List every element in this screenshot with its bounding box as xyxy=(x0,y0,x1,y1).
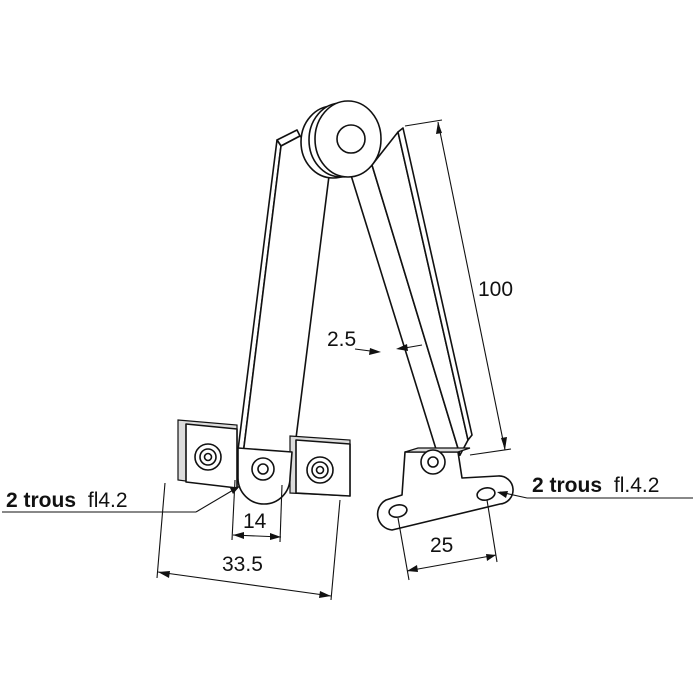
note-left-holes: 2 trous fl4.2 xyxy=(2,485,241,513)
note-right-holes-qualifier: 2 trous xyxy=(532,474,602,497)
dimension-right-hole-spacing-label: 25 xyxy=(430,534,453,557)
dimension-arm-length-label: 100 xyxy=(478,278,513,301)
dimension-right-hole-spacing: 25 xyxy=(397,499,498,581)
left-mounting-bracket xyxy=(177,419,351,505)
right-plate-hole-1 xyxy=(388,504,408,518)
top-pivot-assembly xyxy=(300,100,382,179)
note-left-holes-spec: fl4.2 xyxy=(88,489,128,512)
dimension-arm-thickness-label: 2.5 xyxy=(327,328,356,351)
right-mounting-plate xyxy=(376,447,514,531)
note-right-holes: 2 trous fl.4.2 xyxy=(497,474,693,499)
dimension-left-hole-spacing: 14 xyxy=(231,479,283,543)
dimension-arm-thickness: 2.5 xyxy=(327,328,423,355)
svg-text:2 trous fl4.2: 2 trous fl4.2 xyxy=(6,489,128,512)
note-left-holes-qualifier: 2 trous xyxy=(6,489,76,512)
left-arm xyxy=(237,129,331,471)
right-plate-hole-2 xyxy=(476,487,496,501)
svg-text:2 trous fl.4.2: 2 trous fl.4.2 xyxy=(532,474,659,497)
right-arm xyxy=(349,127,473,463)
dimension-arm-length: 100 xyxy=(404,119,513,456)
dimension-left-hole-spacing-label: 14 xyxy=(243,510,267,533)
pivot-hole xyxy=(336,124,366,154)
note-right-holes-spec: fl.4.2 xyxy=(614,474,660,497)
dimension-left-overall-width-label: 33.5 xyxy=(222,553,263,576)
dimension-left-overall-width: 33.5 xyxy=(156,482,341,601)
